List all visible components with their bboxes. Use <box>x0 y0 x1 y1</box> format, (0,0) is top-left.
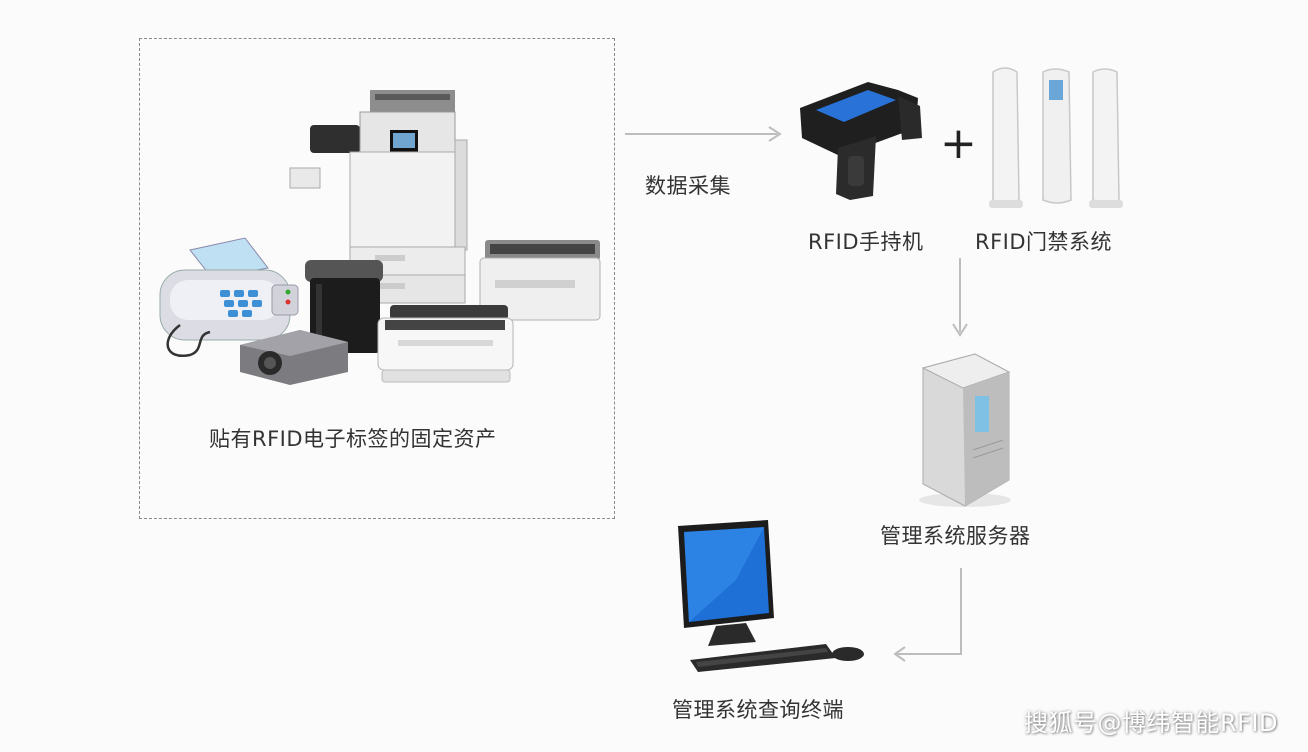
server-tower-icon <box>919 353 1011 507</box>
shredder-icon <box>305 260 383 353</box>
fax-icon <box>159 237 299 358</box>
printer-icon <box>479 240 601 321</box>
asset-group-box <box>139 38 615 519</box>
handheld-reader-icon <box>800 82 922 200</box>
assets-label: 贴有RFID电子标签的固定资产 <box>209 427 497 451</box>
gate-antenna-icon <box>989 67 1123 208</box>
watermark: 搜狐号@博纬智能RFID <box>1023 709 1278 737</box>
arrow-icon <box>625 126 782 142</box>
gate-system-label: RFID门禁系统 <box>975 230 1113 254</box>
terminal-label: 管理系统查询终端 <box>672 698 844 722</box>
data-collection-label: 数据采集 <box>645 174 731 198</box>
projector-icon <box>240 330 348 385</box>
arrow-icon <box>893 568 962 662</box>
inkjet-printer-icon <box>377 305 514 383</box>
server-label: 管理系统服务器 <box>880 524 1031 548</box>
office-equipment-illustration <box>159 90 601 385</box>
plus-sign: + <box>940 118 978 169</box>
computer-terminal-icon <box>678 520 864 672</box>
handheld-label: RFID手持机 <box>808 230 924 254</box>
copier-icon <box>289 90 468 304</box>
arrow-icon <box>952 258 968 337</box>
